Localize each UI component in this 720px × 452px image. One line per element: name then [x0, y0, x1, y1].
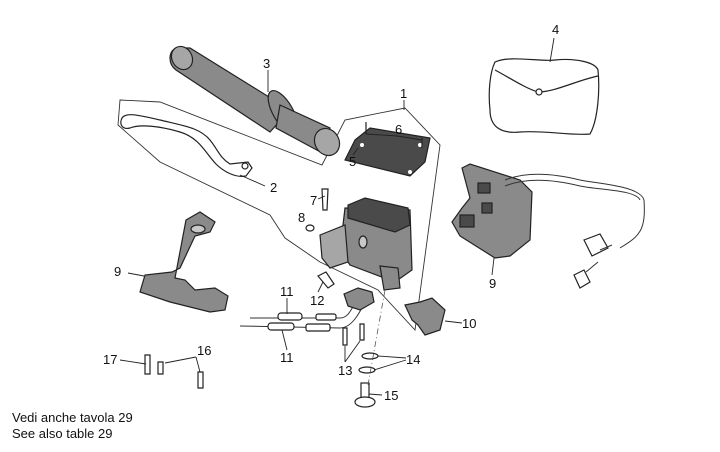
reservoir-cap-part[interactable]	[344, 127, 431, 177]
callout-12: 12	[310, 293, 324, 308]
callout-11-bottom: 11	[280, 350, 294, 365]
callout-4: 4	[552, 22, 559, 37]
see-also-note-english: See also table 29	[12, 426, 113, 441]
master-cylinder-body-part[interactable]	[319, 197, 413, 291]
callout-11-top: 11	[280, 284, 294, 299]
assembly-axis-line	[367, 289, 386, 386]
callout-9-right: 9	[489, 276, 496, 291]
bleed-cap-part[interactable]	[305, 224, 315, 232]
cover-part[interactable]	[488, 58, 600, 135]
callout-3: 3	[263, 56, 270, 71]
handgrip-part[interactable]	[167, 43, 344, 161]
callout-5: 5	[349, 154, 356, 169]
callout-7: 7	[310, 193, 317, 208]
screws-16-17-part[interactable]	[144, 354, 204, 389]
clamp-part[interactable]	[404, 297, 446, 336]
callout-10: 10	[462, 316, 476, 331]
callout-13: 13	[338, 363, 352, 378]
banjo-bolt-part[interactable]	[354, 382, 376, 408]
callout-17: 17	[103, 352, 117, 367]
switch-connector-part[interactable]	[343, 287, 375, 311]
callout-6: 6	[395, 122, 402, 137]
callout-15: 15	[384, 388, 398, 403]
brake-lever-part[interactable]	[120, 114, 253, 177]
see-also-note-italian: Vedi anche tavola 29	[12, 410, 133, 425]
stop-switch-part[interactable]	[317, 271, 335, 289]
callout-16: 16	[197, 343, 211, 358]
callout-1: 1	[400, 86, 407, 101]
screws-13-part[interactable]	[342, 323, 365, 346]
switch-housing-right-part[interactable]	[451, 163, 533, 259]
switch-wiring-part	[504, 173, 645, 289]
callout-2: 2	[270, 180, 277, 195]
leader-lines	[119, 37, 555, 396]
callout-14: 14	[406, 352, 420, 367]
callout-9-left: 9	[114, 264, 121, 279]
assembly-outline	[117, 99, 441, 332]
wiring-harness-part[interactable]	[239, 299, 366, 332]
bleed-screw-part[interactable]	[321, 188, 329, 211]
callout-8: 8	[298, 210, 305, 225]
switch-housing-left-part[interactable]	[139, 211, 229, 313]
